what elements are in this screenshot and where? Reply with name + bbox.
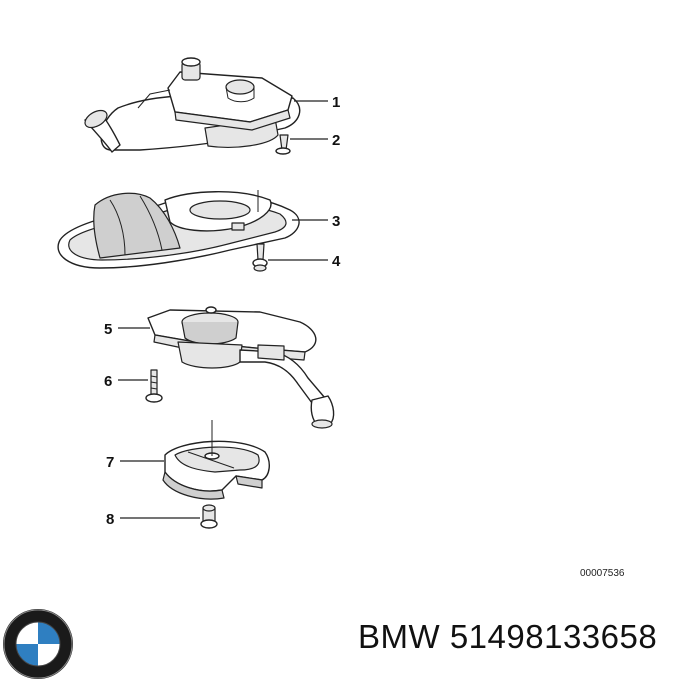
part-number: 51498133658 [449,618,658,655]
callout-7: 7 [106,454,114,471]
footer-title: BMW 51498133658 [358,618,657,656]
part-6-screw [145,369,163,403]
part-5-lower-housing [147,306,335,429]
callout-5: 5 [104,321,112,338]
part-8-screw [200,504,218,529]
callout-4: 4 [332,253,341,270]
bmw-logo [3,609,73,679]
brand-name: BMW [358,618,441,655]
diagram-code: 00007536 [580,568,625,579]
part-1-upper-housing [84,57,301,153]
callout-1: 1 [332,94,340,111]
callout-2: 2 [332,132,340,149]
callout-8: 8 [106,511,114,528]
callout-3: 3 [332,213,340,230]
part-4-screw [252,243,268,272]
callout-6: 6 [104,373,112,390]
part-3-boot [57,190,300,269]
part-7-retainer [162,420,270,500]
part-2-screw [275,134,291,155]
